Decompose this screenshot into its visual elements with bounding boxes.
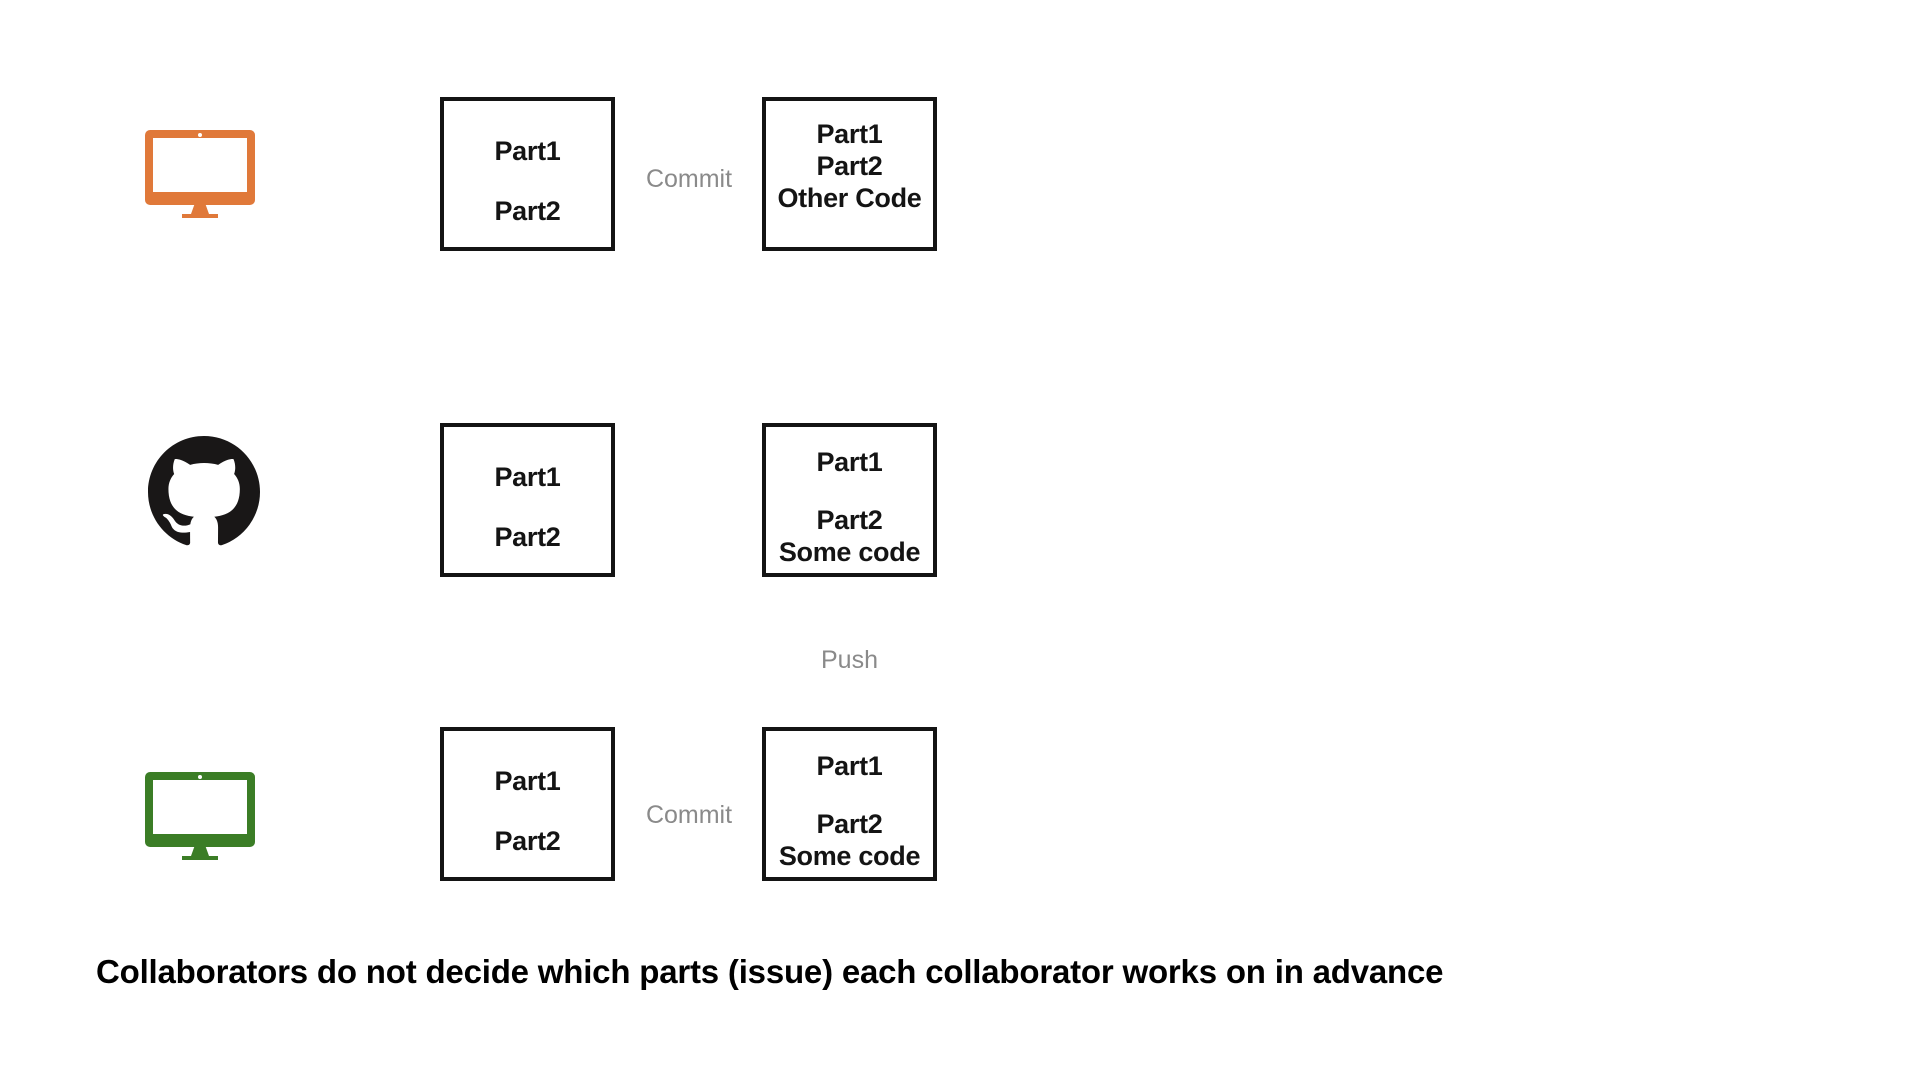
repo-box-github: Part1 Part2 Some code — [762, 423, 937, 577]
box-line: Part2 — [494, 522, 561, 552]
repo-box-machine-bottom: Part1 Part2 Some code — [762, 727, 937, 881]
repo-box-machine-top: Part1 Part2 Other Code — [762, 97, 937, 251]
commit-label-top: Commit — [645, 165, 733, 193]
caption-text: Collaborators do not decide which parts … — [96, 953, 1444, 990]
monitor-icon — [145, 130, 255, 218]
monitor-stand-neck — [191, 847, 209, 856]
monitor-stand-neck — [191, 205, 209, 214]
working-copy-box-machine-top: Part1 Part2 — [440, 97, 615, 251]
box-line: Part1 — [494, 136, 561, 166]
commit-label-bottom: Commit — [645, 801, 733, 829]
monitor-screen — [153, 138, 247, 192]
monitor-screen — [153, 780, 247, 834]
monitor-stand-base — [182, 214, 218, 218]
box-line: Part1 — [494, 462, 561, 492]
push-label: Push — [821, 646, 878, 674]
monitor-camera-dot — [198, 775, 202, 779]
box-line: Some code — [778, 537, 921, 567]
box-line: Part2 — [816, 809, 883, 839]
box-line: Part1 — [816, 119, 883, 149]
monitor-stand-base — [182, 856, 218, 860]
box-line: Some code — [778, 841, 921, 871]
github-octocat-path — [148, 436, 260, 546]
working-copy-box-github: Part1 Part2 — [440, 423, 615, 577]
monitor-icon — [145, 772, 255, 860]
box-line: Part2 — [494, 826, 561, 856]
box-line: Part1 — [816, 447, 883, 477]
box-line: Part2 — [816, 505, 883, 535]
monitor-camera-dot — [198, 133, 202, 137]
box-line: Part1 — [494, 766, 561, 796]
github-octocat-icon — [148, 436, 260, 546]
box-line: Part2 — [494, 196, 561, 226]
box-line: Other Code — [777, 183, 922, 213]
box-line: Part2 — [816, 151, 883, 181]
box-line: Part1 — [816, 751, 883, 781]
working-copy-box-machine-bottom: Part1 Part2 — [440, 727, 615, 881]
